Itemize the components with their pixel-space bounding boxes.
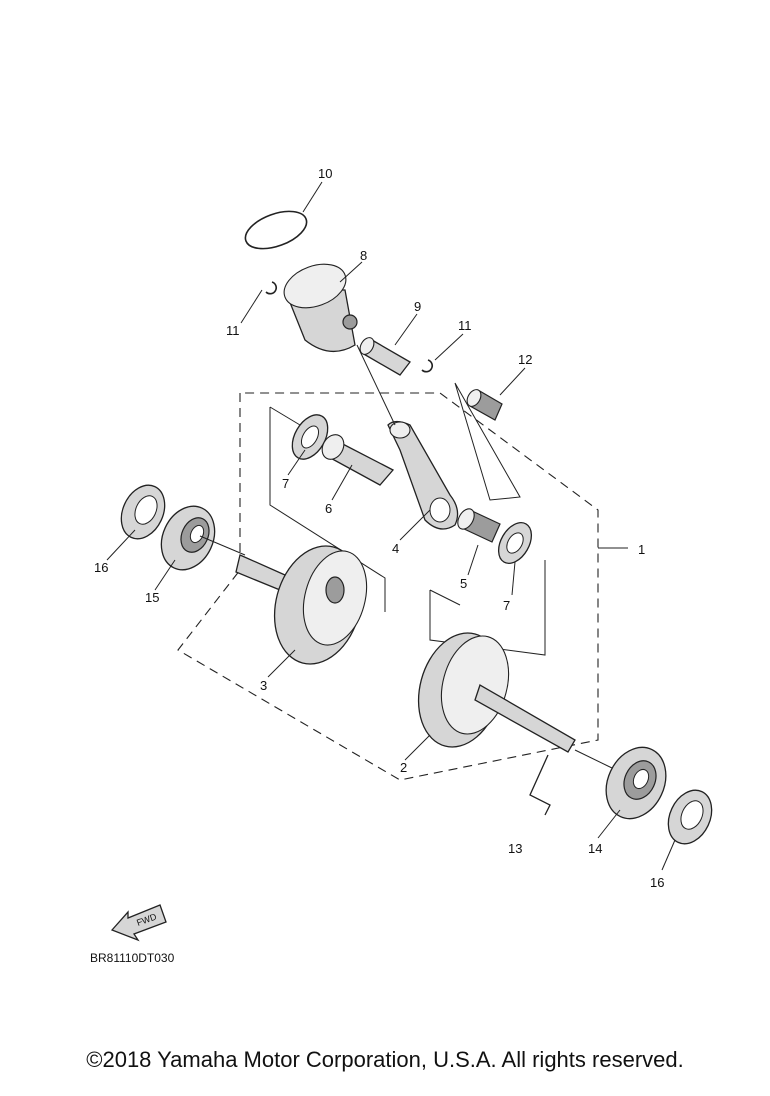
bearing-bracket bbox=[454, 382, 521, 501]
label-10: 10 bbox=[318, 166, 332, 181]
clip-right bbox=[421, 359, 434, 373]
label-1: 1 bbox=[638, 542, 645, 557]
clip-left bbox=[265, 281, 278, 295]
piston bbox=[283, 263, 358, 352]
woodruff-key bbox=[529, 754, 551, 816]
label-16-left: 16 bbox=[94, 560, 108, 575]
label-5: 5 bbox=[460, 576, 467, 591]
fwd-arrow-icon: FWD bbox=[110, 904, 167, 942]
thrust-washer-lower bbox=[497, 522, 533, 564]
label-11-right: 11 bbox=[458, 318, 472, 333]
piston-pin bbox=[359, 337, 411, 376]
label-12: 12 bbox=[518, 352, 532, 367]
crankshaft-assembly-outline bbox=[177, 392, 599, 781]
piston-ring bbox=[244, 210, 308, 250]
crankshaft-right bbox=[417, 632, 576, 753]
label-15: 15 bbox=[145, 590, 159, 605]
label-14: 14 bbox=[588, 841, 602, 856]
diagram-code: BR81110DT030 bbox=[90, 951, 175, 965]
label-8: 8 bbox=[360, 248, 367, 263]
crank-pin bbox=[321, 434, 395, 486]
label-2: 2 bbox=[400, 760, 407, 775]
oil-seal-right bbox=[667, 789, 713, 845]
crankshaft-piston-exploded-diagram: 10 8 9 11 11 12 7 6 4 5 7 1 16 15 3 2 13… bbox=[90, 166, 713, 965]
crank-bearing-left bbox=[160, 505, 216, 571]
thrust-washer-upper bbox=[291, 414, 329, 460]
crank-bearing-right bbox=[605, 746, 667, 820]
part-number-labels: 10 8 9 11 11 12 7 6 4 5 7 1 16 15 3 2 13… bbox=[94, 166, 664, 890]
label-16-right: 16 bbox=[650, 875, 664, 890]
label-7-upper: 7 bbox=[282, 476, 289, 491]
oil-seal-left bbox=[120, 484, 166, 540]
small-end-bearing bbox=[466, 389, 503, 421]
connecting-rod bbox=[387, 420, 459, 530]
label-4: 4 bbox=[392, 541, 399, 556]
big-end-bearing bbox=[457, 508, 501, 543]
bracket-left bbox=[269, 407, 386, 612]
label-6: 6 bbox=[325, 501, 332, 516]
copyright-notice: ©2018 Yamaha Motor Corporation, U.S.A. A… bbox=[86, 1047, 684, 1072]
label-3: 3 bbox=[260, 678, 267, 693]
leader-lines bbox=[106, 181, 676, 871]
crankshaft-left bbox=[235, 545, 368, 665]
label-11-left: 11 bbox=[226, 323, 240, 338]
label-9: 9 bbox=[414, 299, 421, 314]
label-7-lower: 7 bbox=[503, 598, 510, 613]
label-13: 13 bbox=[508, 841, 522, 856]
